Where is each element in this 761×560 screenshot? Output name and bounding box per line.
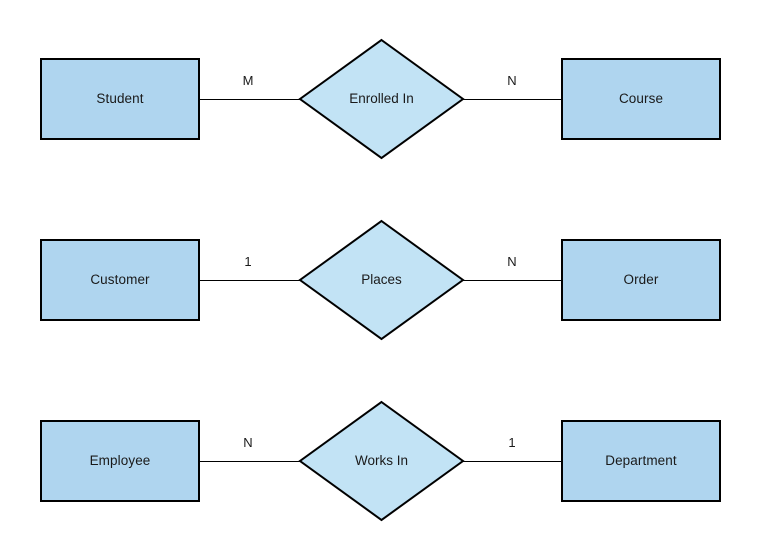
connector-line-left: [200, 461, 300, 462]
entity-customer[interactable]: Customer: [40, 239, 200, 321]
connector-line-right: [463, 99, 561, 100]
cardinality-label-left: M: [242, 73, 254, 88]
connector-line-right: [463, 280, 561, 281]
relationship-enrolled-in[interactable]: Enrolled In: [298, 38, 465, 160]
er-relationship-row: Customer 1 Places N Order: [0, 215, 761, 345]
relationship-places[interactable]: Places: [298, 219, 465, 341]
diamond-shape-icon: [298, 219, 465, 341]
cardinality-label-right: 1: [508, 435, 516, 450]
entity-label: Customer: [90, 272, 150, 288]
diamond-shape-icon: [298, 38, 465, 160]
er-relationship-row: Employee N Works In 1 Department: [0, 396, 761, 526]
entity-order[interactable]: Order: [561, 239, 721, 321]
cardinality-label-left: 1: [244, 254, 252, 269]
entity-label: Employee: [89, 453, 151, 469]
relationship-works-in[interactable]: Works In: [298, 400, 465, 522]
diamond-shape-icon: [298, 400, 465, 522]
entity-label: Order: [623, 272, 659, 288]
connector-line-left: [200, 280, 300, 281]
entity-course[interactable]: Course: [561, 58, 721, 140]
connector-line-left: [200, 99, 300, 100]
entity-label: Course: [618, 91, 664, 107]
entity-label: Student: [96, 91, 144, 107]
entity-department[interactable]: Department: [561, 420, 721, 502]
connector-line-right: [463, 461, 561, 462]
entity-student[interactable]: Student: [40, 58, 200, 140]
entity-employee[interactable]: Employee: [40, 420, 200, 502]
cardinality-label-right: N: [507, 254, 517, 269]
cardinality-label-right: N: [507, 73, 517, 88]
er-relationship-row: Student M Enrolled In N Course: [0, 34, 761, 164]
entity-label: Department: [605, 453, 677, 469]
cardinality-label-left: N: [243, 435, 253, 450]
